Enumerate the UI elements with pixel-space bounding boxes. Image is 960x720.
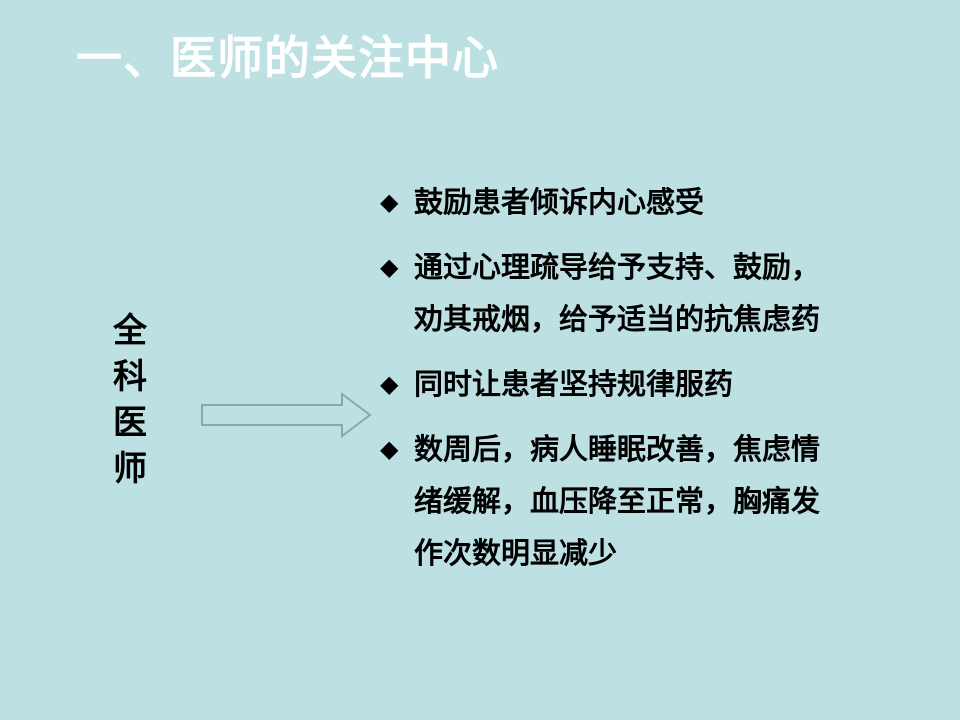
bullet-text-4: 数周后，病人睡眠改善，焦虑情 绪缓解，血压降至正常，胸痛发 作次数明显减少 [414,423,910,579]
slide-title: 一、医师的关注中心 [76,31,499,85]
bullet-list: ◆ 鼓励患者倾诉内心感受 ◆ 通过心理疏导给予支持、鼓励， 劝其戒烟，给予适当的… [380,176,940,592]
bullet-line: 同时让患者坚持规律服药 [414,367,734,401]
bullet-line: 通过心理疏导给予支持、鼓励， [414,250,821,284]
bullet-item-2: ◆ 通过心理疏导给予支持、鼓励， 劝其戒烟，给予适当的抗焦虑药 [380,241,940,345]
side-label: 全科医师 [113,311,147,489]
bullet-text-1: 鼓励患者倾诉内心感受 [414,176,910,228]
bullet-text-3: 同时让患者坚持规律服药 [414,358,910,410]
diamond-bullet-icon: ◆ [380,253,399,281]
bullet-item-4: ◆ 数周后，病人睡眠改善，焦虑情 绪缓解，血压降至正常，胸痛发 作次数明显减少 [380,423,940,579]
diamond-bullet-icon: ◆ [380,370,399,398]
bullet-item-1: ◆ 鼓励患者倾诉内心感受 [380,176,940,228]
bullet-line: 数周后，病人睡眠改善，焦虑情 [414,432,821,466]
bullet-line: 劝其戒烟，给予适当的抗焦虑药 [414,302,821,336]
bullet-line: 鼓励患者倾诉内心感受 [414,185,705,219]
bullet-text-2: 通过心理疏导给予支持、鼓励， 劝其戒烟，给予适当的抗焦虑药 [414,241,910,345]
right-block-arrow-icon [201,392,372,438]
bullet-line: 作次数明显减少 [414,536,618,570]
diamond-bullet-icon: ◆ [380,188,399,216]
bullet-line: 绪缓解，血压降至正常，胸痛发 [414,484,821,518]
diamond-bullet-icon: ◆ [380,435,399,463]
bullet-item-3: ◆ 同时让患者坚持规律服药 [380,358,940,410]
